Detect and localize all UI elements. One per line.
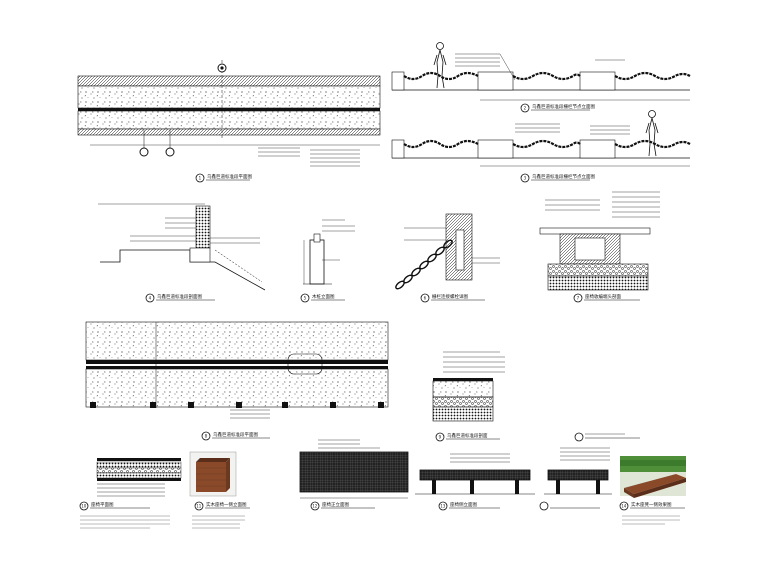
- detail-1-caption: 乌鑫巨道标准段平面图: [207, 173, 252, 180]
- detail-2-caption: 乌鑫巨道标准段栅栏节点立面图: [532, 103, 595, 110]
- detail-12-number: 12: [312, 504, 318, 509]
- detail-10-bench-plan: 10 座椅平面图: [79, 458, 182, 529]
- detail-13-number: 13: [440, 504, 446, 509]
- detail-7-number: 7: [577, 296, 580, 301]
- person-silhouette-icon: [433, 42, 447, 89]
- detail-9-caption: 乌鑫巨道标准段剖面: [447, 432, 488, 439]
- detail-9-layered-section: 9 乌鑫巨道标准段剖面: [432, 351, 505, 442]
- detail-7-caption: 座椅收编端头剖面: [585, 293, 621, 300]
- chain-link-icon: [395, 239, 453, 290]
- detail-5-post: 5 木桩立面图: [300, 219, 355, 303]
- detail-12-bench-grid-plan: 12 座椅正立面图: [299, 439, 409, 511]
- detail-14-bench-side-elevation: [539, 447, 612, 511]
- detail-1-plan: 1 乌鑫巨道标准段平面图: [77, 60, 381, 183]
- detail-2-fence-elevation: 2 乌鑫巨道标准段栅栏节点立面图: [391, 42, 691, 113]
- detail-14-number: 14: [621, 504, 627, 509]
- detail-4-caption: 乌鑫巨道标准段剖面图: [157, 293, 202, 300]
- chain-icon: [403, 71, 479, 81]
- detail-3-number: 3: [524, 176, 527, 181]
- detail-3-fence-elevation: 3 乌鑫巨道标准段栅栏节点立面图: [391, 110, 691, 183]
- detail-6-chain-connection: 6 栅栏连接螺栓详图: [395, 213, 500, 303]
- detail-2-number: 2: [524, 106, 527, 111]
- detail-10-number: 10: [81, 504, 87, 509]
- detail-1-number: 1: [199, 176, 202, 181]
- detail-15-bench-photo: 14 实木座凳一侧效果图: [619, 456, 686, 525]
- detail-8-caption: 乌鑫巨道标准段平面图: [213, 431, 258, 438]
- detail-8-plan: 8 乌鑫巨道标准段平面图: [85, 321, 389, 441]
- detail-12-caption: 座椅正立面图: [322, 501, 349, 508]
- detail-5-number: 5: [304, 296, 307, 301]
- detail-4-number: 4: [149, 296, 152, 301]
- scale-note: [574, 432, 640, 442]
- detail-11-number: 11: [196, 504, 202, 509]
- detail-11-wood-photo: 11 实木座椅一侧立面图: [189, 451, 250, 529]
- detail-7-bench-end-section: 7 座椅收编端头剖面: [539, 191, 660, 303]
- detail-9-number: 9: [439, 435, 442, 440]
- detail-4-section: 4 乌鑫巨道标准段剖面图: [98, 203, 266, 303]
- person-silhouette-icon: [645, 110, 659, 157]
- detail-6-caption: 栅栏连接螺栓详图: [432, 293, 468, 300]
- detail-14-caption: 实木座凳一侧效果图: [631, 501, 672, 508]
- detail-6-number: 6: [424, 296, 427, 301]
- detail-11-caption: 实木座椅一侧立面图: [206, 501, 247, 508]
- detail-3-caption: 乌鑫巨道标准段栅栏节点立面图: [532, 173, 595, 180]
- detail-8-number: 8: [205, 434, 208, 439]
- detail-10-caption: 座椅平面图: [91, 501, 114, 508]
- detail-5-caption: 木桩立面图: [312, 293, 335, 300]
- detail-13-bench-front-elevation: 13 座椅侧立面图: [415, 453, 535, 511]
- detail-13-caption: 座椅侧立面图: [450, 501, 477, 508]
